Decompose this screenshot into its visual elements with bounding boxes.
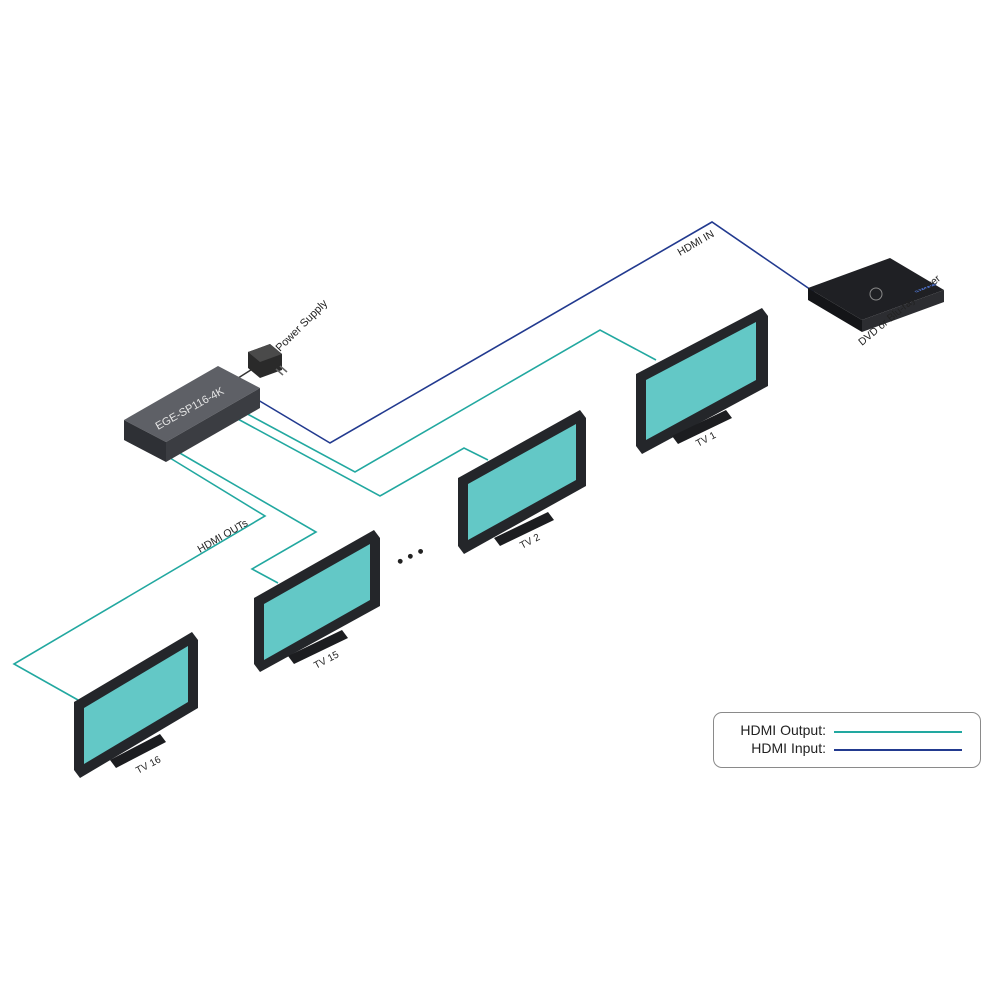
legend-output-label: HDMI Output: — [740, 722, 826, 738]
legend-input-label: HDMI Input: — [751, 740, 826, 756]
hdmi-in-label: HDMI IN — [676, 228, 717, 259]
tv-16-label: TV 16 — [134, 754, 163, 776]
legend-output-row: HDMI Output: — [714, 722, 980, 742]
hdmi-output-cable-tv2 — [235, 417, 489, 497]
dvd-bluray-player: DVD or Blu-ray Player — [808, 258, 944, 348]
legend: HDMI Output: HDMI Input: — [713, 712, 981, 768]
legend-output-line — [834, 731, 962, 733]
more-tvs-ellipsis: • • • — [393, 541, 428, 572]
hdmi-outs-label: HDMI OUTs — [196, 517, 250, 555]
tv-2: TV 2 — [458, 410, 586, 554]
legend-input-line — [834, 749, 962, 751]
hdmi-output-cable-tv16 — [12, 457, 267, 701]
power-button-icon — [869, 287, 883, 301]
power-supply-label: Power Supply — [274, 297, 331, 354]
legend-input-row: HDMI Input: — [714, 740, 980, 760]
hdmi-output-cable-tv1 — [239, 329, 657, 473]
hdmi-input-cable — [257, 221, 815, 444]
power-supply: Power Supply — [234, 297, 331, 381]
splitter-device: EGE-SP116-4K — [124, 366, 260, 462]
hdmi-output-cable-tv15 — [177, 451, 318, 584]
hdmi-output-cables — [12, 329, 657, 701]
tv-16: TV 16 — [74, 632, 198, 778]
tv-15: TV 15 — [254, 530, 380, 672]
tv-1: TV 1 — [636, 308, 768, 454]
